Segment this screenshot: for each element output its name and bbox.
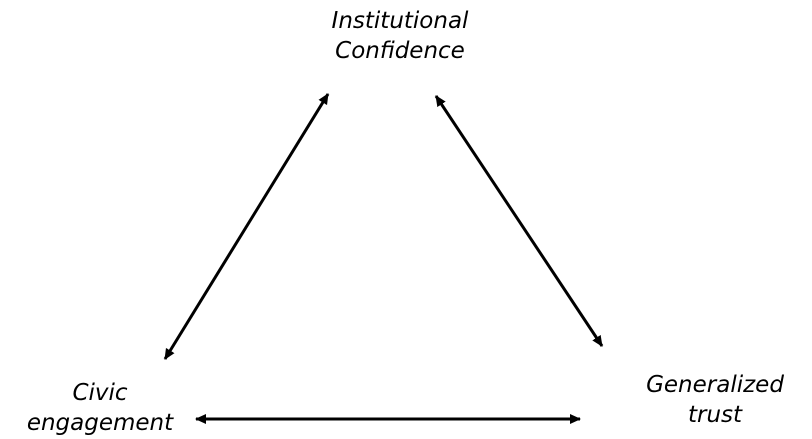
node-civic-engagement: Civic engagement bbox=[0, 378, 200, 438]
node-civic-engagement-line1: Civic bbox=[72, 380, 128, 406]
node-generalized-trust: Generalized trust bbox=[618, 370, 812, 430]
node-generalized-trust-line2: trust bbox=[687, 402, 743, 428]
node-civic-engagement-line2: engagement bbox=[26, 410, 174, 436]
edge-institutional-confidence-to-generalized-trust bbox=[434, 95, 604, 347]
node-institutional-confidence: Institutional Confidence bbox=[280, 6, 520, 66]
node-generalized-trust-line1: Generalized bbox=[646, 372, 784, 398]
node-institutional-confidence-line2: Confidence bbox=[335, 38, 465, 64]
edge-civic-engagement-to-institutional-confidence bbox=[163, 93, 330, 360]
node-institutional-confidence-line1: Institutional bbox=[331, 8, 469, 34]
